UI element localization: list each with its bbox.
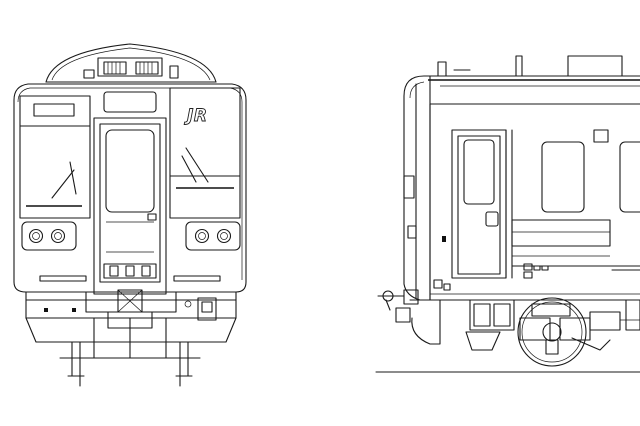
front-skirt <box>25 289 237 329</box>
underframe <box>377 279 515 351</box>
headlight-right <box>185 221 241 251</box>
headlight-left <box>21 221 77 251</box>
route-display-center <box>103 91 157 113</box>
side-window-2 <box>619 141 640 213</box>
left-windshield <box>19 95 91 219</box>
roof-vent-unit <box>83 57 179 79</box>
bogie <box>517 297 640 367</box>
front-gangway-door <box>93 117 167 295</box>
destination-sign-left <box>33 103 75 117</box>
jr-logo: JR <box>184 106 207 126</box>
right-windshield: JR <box>169 87 241 219</box>
train-front-view: JR <box>13 43 247 387</box>
train-side-view <box>375 55 640 373</box>
side-window-1 <box>541 141 585 213</box>
roof-equipment <box>428 55 640 87</box>
side-passenger-door <box>451 129 513 279</box>
